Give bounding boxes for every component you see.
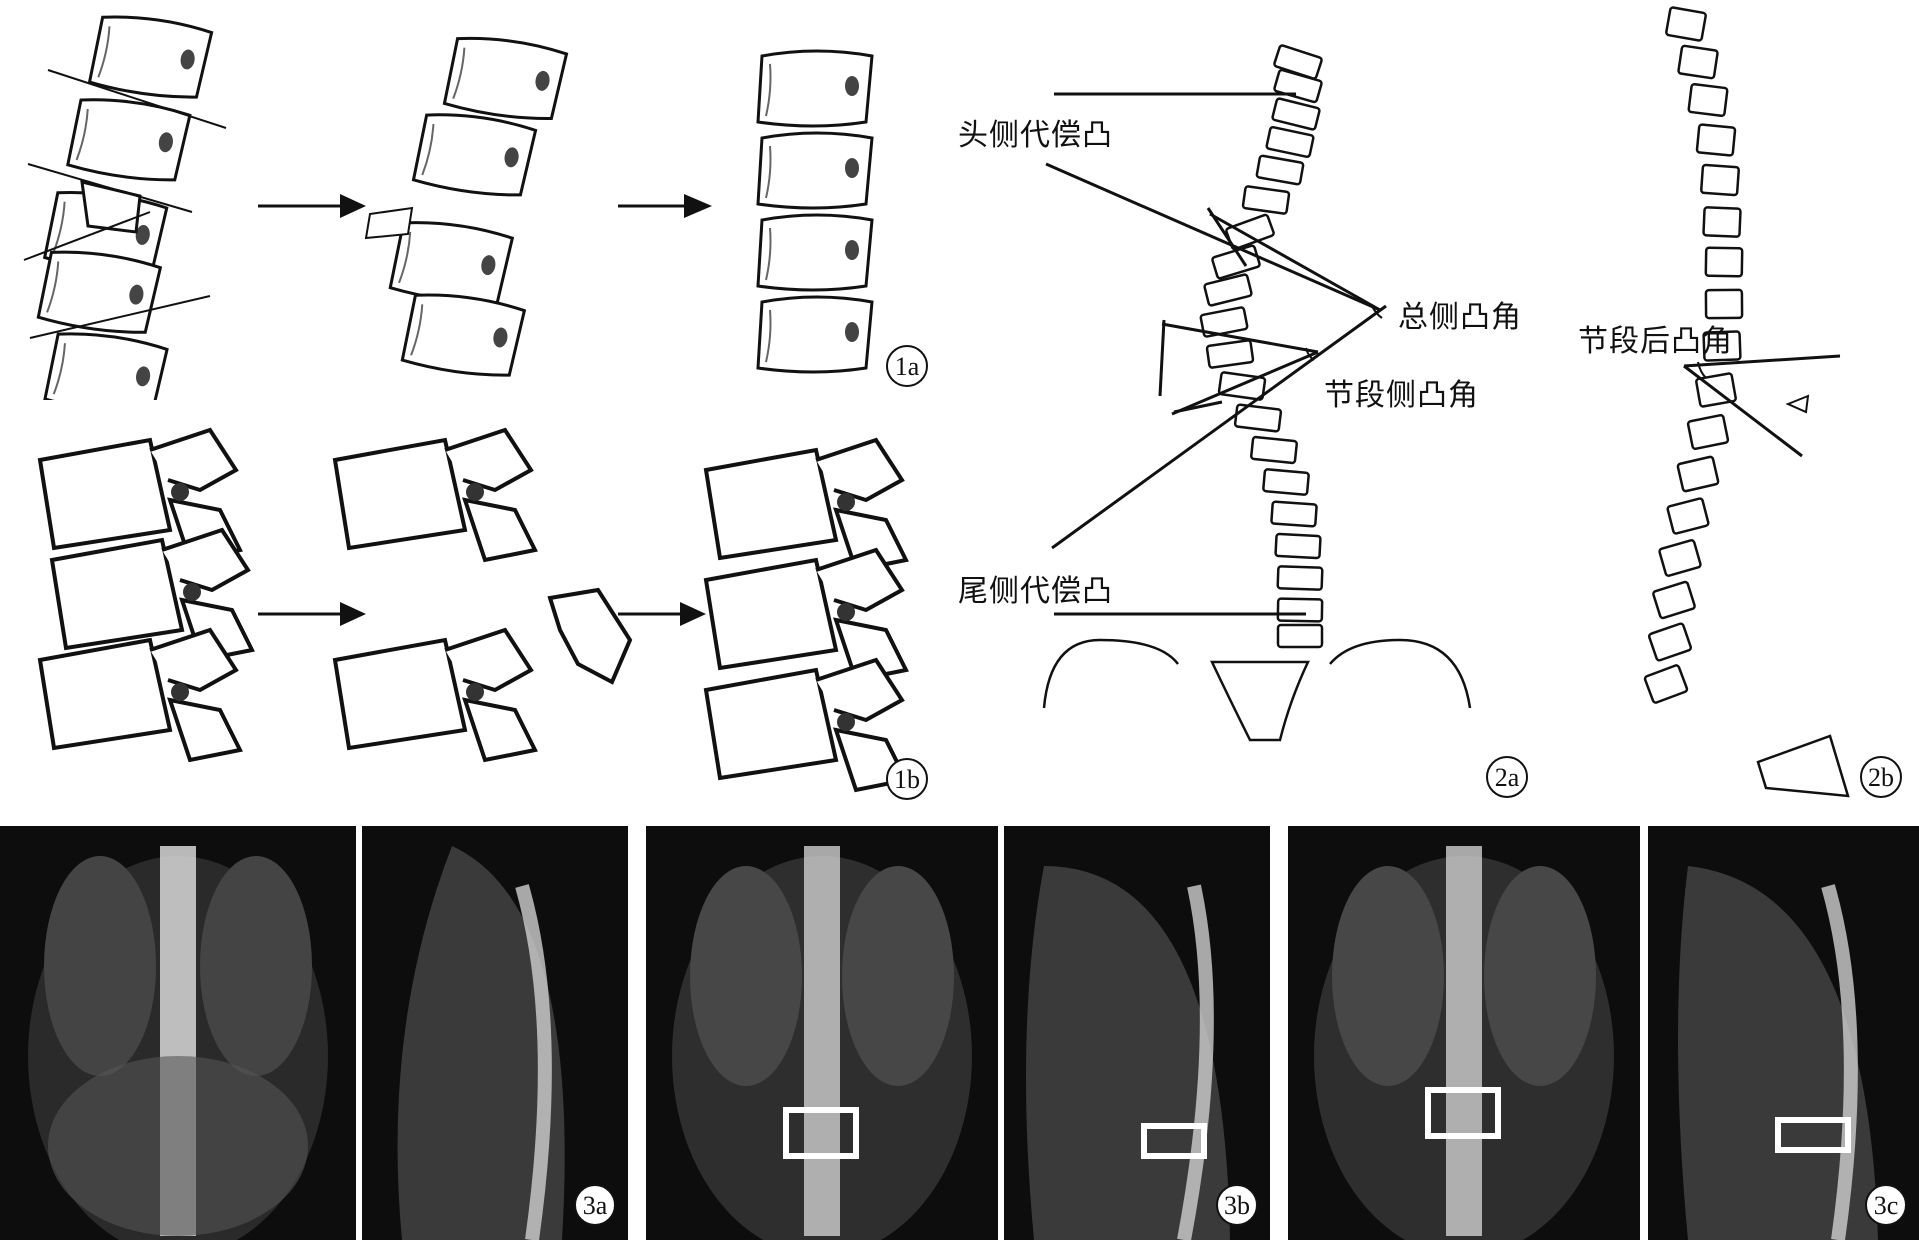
total-angle-upper-line xyxy=(1045,162,1381,312)
vertebra-2b xyxy=(1704,246,1744,278)
figure-2b: 节段后凸角 2b xyxy=(1540,0,1919,815)
panel-label-1a: 1a xyxy=(886,345,928,387)
panel-label-1b: 1b xyxy=(886,758,928,800)
vertebra-2a xyxy=(1250,435,1298,465)
vertebra-2a xyxy=(1276,623,1324,649)
label-caudal-compensatory-curve: 尾侧代偿凸 xyxy=(958,574,1113,609)
implant-3b-frontal xyxy=(783,1107,859,1159)
implant-3c-frontal xyxy=(1425,1087,1501,1139)
vertebra-2b xyxy=(1666,497,1710,535)
panel-label-3a-lateral: 3a xyxy=(574,1184,616,1226)
implant-3b-lateral xyxy=(1141,1123,1207,1159)
figure-2a: 头侧代偿凸 总侧凸角 节段侧凸角 尾侧代偿凸 2a xyxy=(940,0,1540,815)
posterior-fragment xyxy=(547,587,633,685)
figure-1b: 1b xyxy=(0,420,940,815)
figure-1a-drawing xyxy=(23,10,874,400)
figure-1b-drawing xyxy=(38,428,908,792)
panel-label-2b: 2b xyxy=(1860,756,1902,798)
spine-segment-corrected xyxy=(704,438,908,792)
xray-3c-lateral: 3c xyxy=(1648,826,1919,1240)
total-angle-end-upper xyxy=(1209,212,1381,312)
removed-wedge-fragment xyxy=(364,206,414,240)
label-cranial-compensatory-curve: 头侧代偿凸 xyxy=(958,118,1113,153)
vertebra-2a xyxy=(1241,185,1291,215)
panel-label-2a: 2a xyxy=(1486,756,1528,798)
vertebra-2a xyxy=(1274,532,1322,560)
kyphosis-lower-line xyxy=(1683,364,1803,458)
vertebra-2b xyxy=(1677,44,1719,80)
vertebra-2b xyxy=(1658,539,1702,577)
vertebra-2b xyxy=(1676,455,1720,493)
xray-3b-lateral: 3b xyxy=(1004,826,1270,1240)
vertebra-2b xyxy=(1687,83,1729,117)
vertebra-2b xyxy=(1643,664,1689,704)
arrow-1b-step2 xyxy=(618,602,706,626)
vertebra-2a xyxy=(1262,468,1310,496)
vertebra-2a xyxy=(1199,306,1249,338)
xray-3a-lateral: 3a xyxy=(362,826,628,1240)
spine-segment-original xyxy=(38,428,254,762)
panel-label-3c: 3c xyxy=(1865,1184,1907,1226)
xray-3b-frontal xyxy=(646,826,998,1240)
vertebra-2a xyxy=(1255,154,1305,186)
arrow-1a-step2 xyxy=(618,194,712,218)
vertebra-2b xyxy=(1704,288,1744,320)
vertebra-2b xyxy=(1702,206,1742,238)
vertebra-2b xyxy=(1695,123,1737,157)
vertebra-2a xyxy=(1205,339,1255,369)
label-total-scoliosis-angle: 总侧凸角 xyxy=(1398,300,1522,335)
vertebra-2b xyxy=(1652,580,1696,620)
figure-2b-drawing xyxy=(1643,6,1850,798)
implant-3c-lateral xyxy=(1775,1117,1851,1153)
xray-3a-frontal xyxy=(0,826,356,1240)
vertebra-2b xyxy=(1702,330,1742,362)
vertebra-2b xyxy=(1686,413,1730,451)
vertebra-2a xyxy=(1271,97,1321,131)
figure-2a-drawing xyxy=(1042,44,1472,742)
vertebra-2b xyxy=(1700,163,1740,197)
vertebra-stack-corrected xyxy=(756,49,874,374)
kyphosis-upper-line xyxy=(1683,354,1841,368)
vertebra-2a xyxy=(1276,597,1324,623)
frontal-spine-column xyxy=(1199,44,1324,649)
vertebra-2a xyxy=(1233,403,1283,433)
vertebra-2a xyxy=(1265,125,1315,159)
xray-3c-frontal xyxy=(1288,826,1640,1240)
segmental-angle-upper-line xyxy=(1161,322,1319,354)
spine-segment-resected xyxy=(333,428,537,762)
figure-1a: 1a xyxy=(0,0,940,400)
vertebra-2a xyxy=(1276,565,1324,591)
vertebra-stack-resected xyxy=(388,31,569,382)
total-angle-lower-line xyxy=(1051,304,1387,550)
vertebra-2b xyxy=(1665,6,1707,42)
arrow-1b-step1 xyxy=(258,602,366,626)
vertebra-2b xyxy=(1647,622,1693,662)
label-segmental-kyphosis-angle: 节段后凸角 xyxy=(1578,324,1733,359)
vertebra-2a xyxy=(1270,500,1318,528)
label-segmental-scoliosis-angle: 节段侧凸角 xyxy=(1324,378,1479,413)
arrow-1a-step1 xyxy=(258,194,366,218)
hemivertebra-wedge xyxy=(80,180,142,234)
vertebra-2a xyxy=(1203,273,1253,307)
panel-label-3b: 3b xyxy=(1216,1184,1258,1226)
segmental-angle-lower-line xyxy=(1171,350,1319,416)
